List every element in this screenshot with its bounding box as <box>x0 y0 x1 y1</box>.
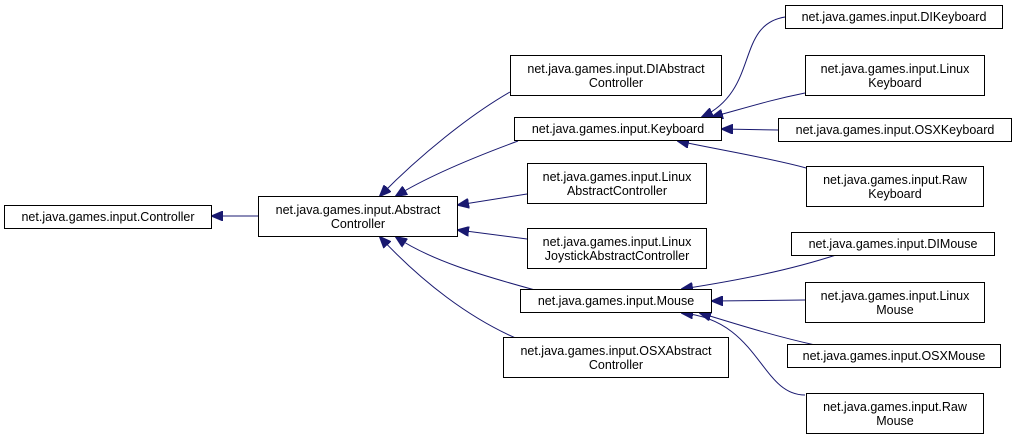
class-node-di-abstract-controller[interactable]: net.java.games.input.DIAbstract Controll… <box>510 55 722 96</box>
class-node-mouse[interactable]: net.java.games.input.Mouse <box>520 289 712 313</box>
class-node-controller[interactable]: net.java.games.input.Controller <box>4 205 212 229</box>
class-node-label: net.java.games.input.Linux <box>820 288 970 303</box>
class-node-label: Keyboard <box>868 75 922 90</box>
class-node-label: Controller <box>588 75 644 90</box>
class-node-linux-keyboard[interactable]: net.java.games.input.Linux Keyboard <box>805 55 985 96</box>
class-node-osx-abstract-controller[interactable]: net.java.games.input.OSXAbstract Control… <box>503 337 729 378</box>
class-node-label: net.java.games.input.OSXAbstract <box>520 343 712 358</box>
class-node-keyboard[interactable]: net.java.games.input.Keyboard <box>514 117 722 141</box>
class-node-label: net.java.games.input.OSXKeyboard <box>795 123 995 137</box>
class-node-label: Mouse <box>876 413 914 428</box>
edge-di-keyboard-to-keyboard <box>702 16 786 117</box>
class-node-label: JoystickAbstractController <box>544 248 690 263</box>
edge-osx-keyboard-to-keyboard <box>722 129 779 130</box>
class-node-raw-keyboard[interactable]: net.java.games.input.Raw Keyboard <box>806 166 984 207</box>
class-node-label: net.java.games.input.Linux <box>542 234 692 249</box>
class-node-label: Controller <box>330 216 386 231</box>
class-node-label: AbstractController <box>566 183 668 198</box>
class-node-label: net.java.games.input.Raw <box>823 399 967 414</box>
class-node-di-keyboard[interactable]: net.java.games.input.DIKeyboard <box>785 5 1003 29</box>
edge-linux-keyboard-to-keyboard <box>712 92 806 117</box>
class-node-label: net.java.games.input.Abstract <box>275 202 441 217</box>
class-node-label: net.java.games.input.DIKeyboard <box>801 10 987 24</box>
edge-osx-abstract-controller-to-abstract-controller <box>380 237 526 343</box>
class-node-label: Keyboard <box>868 186 922 201</box>
class-node-osx-keyboard[interactable]: net.java.games.input.OSXKeyboard <box>778 118 1012 142</box>
class-node-label: net.java.games.input.Keyboard <box>531 122 705 136</box>
class-node-osx-mouse[interactable]: net.java.games.input.OSXMouse <box>787 344 1001 368</box>
edge-di-mouse-to-mouse <box>682 254 837 289</box>
class-node-linux-abstract-controller[interactable]: net.java.games.input.Linux AbstractContr… <box>527 163 707 204</box>
edge-di-abstract-controller-to-abstract-controller <box>380 91 511 196</box>
class-node-label: net.java.games.input.Controller <box>21 210 195 224</box>
class-node-label: Controller <box>588 357 644 372</box>
class-node-label: net.java.games.input.DIAbstract <box>527 61 705 76</box>
class-node-label: net.java.games.input.Raw <box>823 172 967 187</box>
edge-osx-mouse-to-mouse <box>700 313 816 346</box>
class-node-label: net.java.games.input.Linux <box>542 169 692 184</box>
edge-raw-mouse-to-mouse <box>682 313 806 396</box>
class-node-linux-mouse[interactable]: net.java.games.input.Linux Mouse <box>805 282 985 323</box>
class-node-abstract-controller[interactable]: net.java.games.input.Abstract Controller <box>258 196 458 237</box>
class-node-raw-mouse[interactable]: net.java.games.input.Raw Mouse <box>806 393 984 434</box>
edge-linux-joystick-to-abstract-controller <box>458 230 528 240</box>
class-node-label: net.java.games.input.DIMouse <box>808 237 978 251</box>
class-node-label: net.java.games.input.OSXMouse <box>802 349 986 363</box>
class-node-di-mouse[interactable]: net.java.games.input.DIMouse <box>791 232 995 256</box>
edge-linux-mouse-to-mouse <box>712 300 806 301</box>
class-node-label: net.java.games.input.Linux <box>820 61 970 76</box>
class-node-label: net.java.games.input.Mouse <box>537 294 695 308</box>
edge-keyboard-to-abstract-controller <box>396 140 519 196</box>
edge-raw-keyboard-to-keyboard <box>678 141 807 169</box>
class-node-linux-joystick-abstract-controller[interactable]: net.java.games.input.Linux JoystickAbstr… <box>527 228 707 269</box>
class-node-label: Mouse <box>876 302 914 317</box>
edge-mouse-to-abstract-controller <box>396 237 536 291</box>
edge-linux-abstract-controller-to-abstract-controller <box>458 193 528 205</box>
